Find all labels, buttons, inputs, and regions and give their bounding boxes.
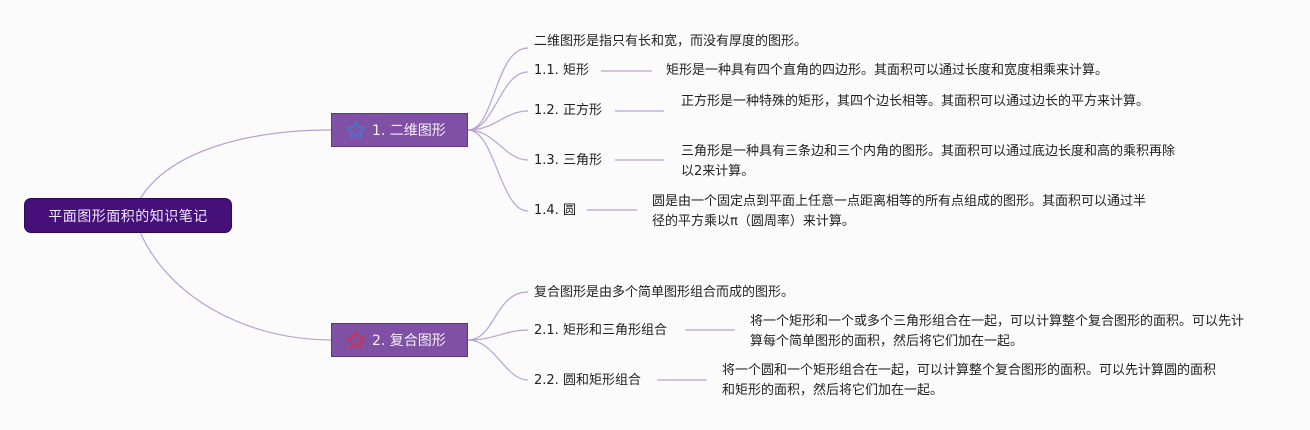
branch-summary: 二维图形是指只有长和宽，而没有厚度的图形。 [534, 34, 808, 49]
root-title: 平面图形面积的知识笔记 [48, 208, 208, 225]
star-icon [346, 120, 366, 139]
branch-node-composite-shapes[interactable]: 2. 复合图形 [331, 323, 468, 357]
branch-label: 1. 二维图形 [372, 123, 446, 139]
root-node[interactable]: 平面图形面积的知识笔记 [25, 199, 231, 232]
topic-square[interactable]: 1.2. 正方形 [534, 103, 602, 118]
topic-rect-triangle-combo[interactable]: 2.1. 矩形和三角形组合 [534, 323, 667, 338]
topic-circle-rect-combo[interactable]: 2.2. 圆和矩形组合 [534, 373, 641, 388]
branch-summary: 复合图形是由多个简单图形组合而成的图形。 [534, 285, 795, 300]
topic-description: 正方形是一种特殊的矩形，其四个边长相等。其面积可以通过边长的平方来计算。 [681, 94, 1150, 109]
topic-description: 三角形是一种具有三条边和三个内角的图形。其面积可以通过底边长度和高的乘积再除以2… [681, 144, 1176, 179]
topic-description: 圆是由一个固定点到平面上任意一点距离相等的所有点组成的图形。其面积可以通过半径的… [652, 194, 1147, 229]
star-icon [346, 330, 366, 349]
topic-rectangle[interactable]: 1.1. 矩形 [534, 63, 589, 78]
branch-node-2d-shapes[interactable]: 1. 二维图形 [331, 113, 468, 147]
topic-description: 将一个圆和一个矩形组合在一起，可以计算整个复合图形的面积。可以先计算圆的面积和矩… [722, 363, 1217, 398]
branch-label: 2. 复合图形 [372, 333, 446, 349]
topic-triangle[interactable]: 1.3. 三角形 [534, 153, 602, 168]
topic-description: 矩形是一种具有四个直角的四边形。其面积可以通过长度和宽度相乘来计算。 [666, 63, 1109, 78]
topic-circle[interactable]: 1.4. 圆 [534, 203, 576, 218]
topic-description: 将一个矩形和一个或多个三角形组合在一起，可以计算整个复合图形的面积。可以先计算每… [750, 314, 1245, 349]
